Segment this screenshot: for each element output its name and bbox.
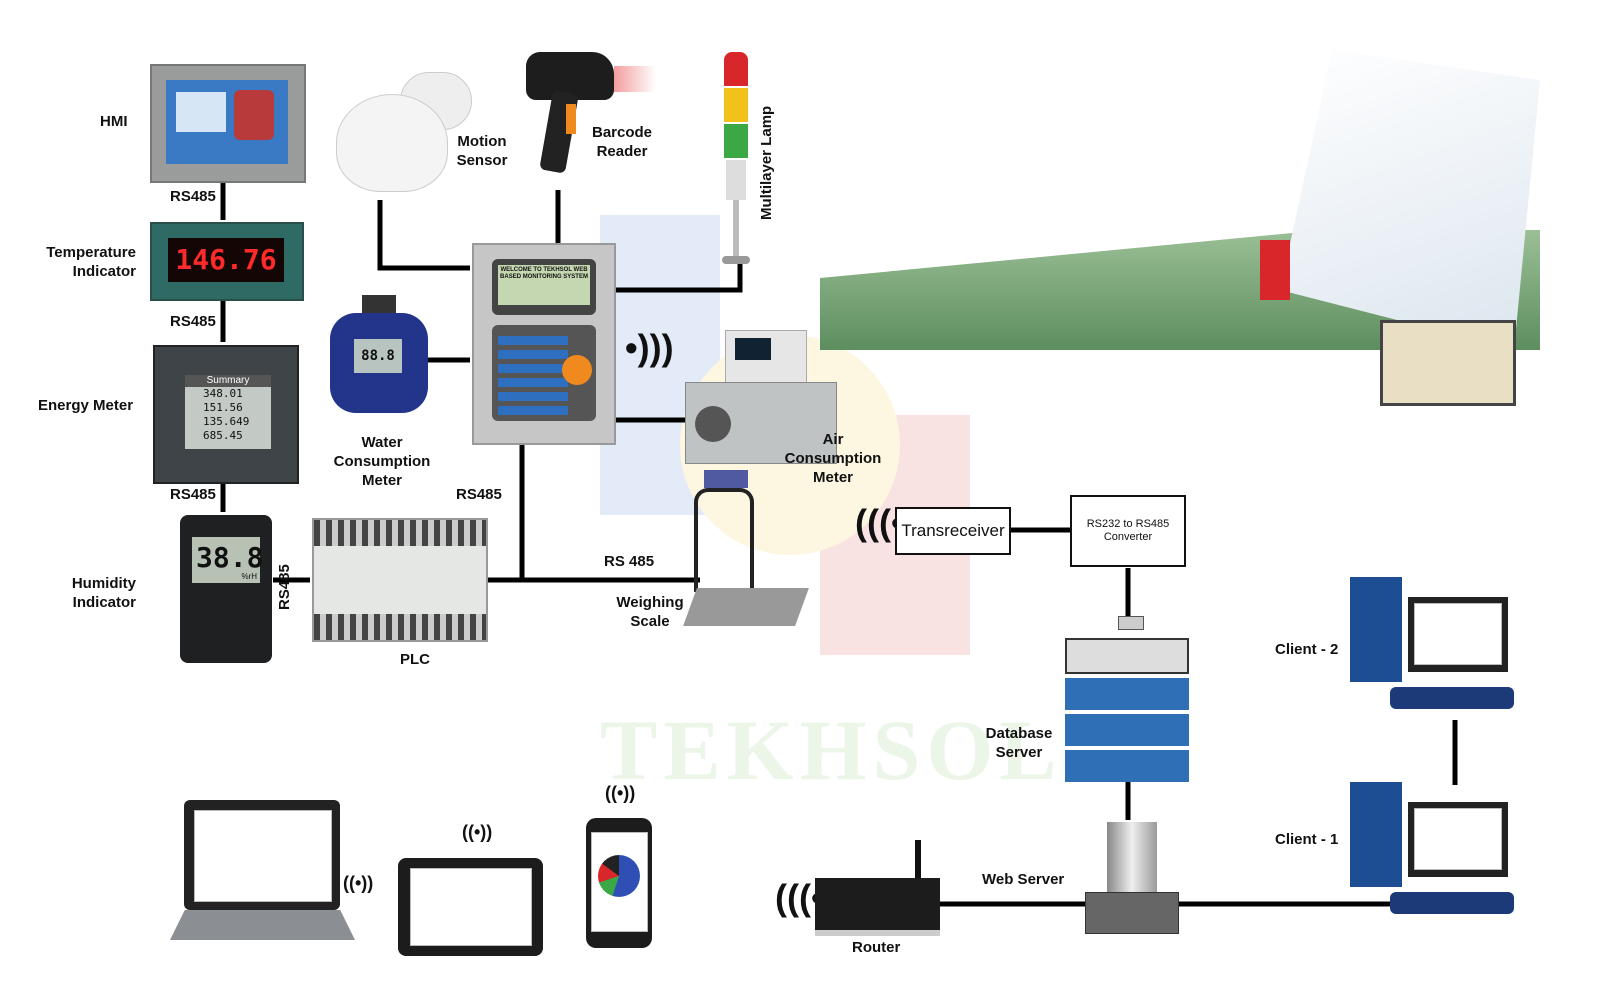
temperature-indicator-device: 146.76 [150,222,304,301]
multilayer-lamp-device [722,52,750,272]
central-controller: WELCOME TO TEKHSOL WEB BASED MONITORING … [472,243,616,445]
textile-machine-image [820,50,1540,425]
laptop-wifi-icon: ((•)) [343,873,374,893]
humidity-reading: 38.8 [196,541,264,574]
phone-device [586,818,652,948]
lamp-red-light [724,52,748,86]
wireless-signal-icon: •))) [625,327,674,368]
hmi-device [150,64,306,183]
web-server-label: Web Server [982,871,1065,888]
energy-reading-2: 151.56 [203,401,243,414]
weighing-scale-label: Weighing Scale [616,594,684,630]
lamp-green-light [724,124,748,158]
energy-meter-label: Energy Meter [38,397,134,414]
rs485-label-hmi: RS485 [170,188,216,205]
watermark-text: TEKHSOL [600,702,1063,798]
database-server-device [1065,638,1189,784]
serial-connector [1118,616,1144,630]
temperature-indicator-label: Temperature Indicator [46,244,136,280]
hmi-label: HMI [100,113,128,130]
multilayer-lamp-label: Multilayer Lamp [758,105,775,220]
phone-wifi-icon: ((•)) [605,783,636,803]
humidity-screen: 38.8 %rH [192,537,264,583]
router-label: Router [852,939,901,956]
controller-screen: WELCOME TO TEKHSOL WEB BASED MONITORING … [498,265,590,305]
rs485-label-scale: RS 485 [604,553,655,570]
client-1-label: Client - 1 [1275,831,1339,848]
energy-meter-screen: Summary 348.01 151.56 135.649 685.45 [185,375,271,449]
rs485-label-controller: RS485 [456,486,502,503]
humidity-indicator-label: Humidity Indicator [71,575,136,611]
energy-reading-1: 348.01 [203,387,243,400]
water-meter-device: 88.8 [330,295,428,423]
client-2-screen [1414,603,1502,665]
hmi-screen [166,80,288,164]
humidity-unit: %rH [241,572,257,581]
temperature-reading: 146.76 [168,238,284,282]
transreceiver-box: Transreceiver [895,507,1011,555]
barcode-reader-label: Barcode Reader [591,124,653,160]
rs485-label-temperature: RS485 [170,313,216,330]
tablet-wifi-icon: ((•)) [462,822,493,842]
rs485-label-energy: RS485 [170,486,216,503]
motion-sensor-label: Motion Sensor [456,133,508,169]
energy-meter-title: Summary [185,375,271,387]
client-2-computer [1350,577,1550,717]
router-device [815,840,940,936]
laptop-device [170,800,355,945]
plc-label: PLC [400,651,430,668]
laptop-screen [194,810,332,902]
tablet-screen [410,868,532,946]
humidity-indicator-device: 38.8 %rH [180,515,272,663]
web-server-device [1085,822,1179,934]
converter-box: RS232 to RS485 Converter [1070,495,1186,567]
air-meter-device [685,330,837,465]
weighing-scale-device [683,470,809,640]
energy-meter-device: Summary 348.01 151.56 135.649 685.45 [153,345,299,484]
lamp-yellow-light [724,88,748,122]
energy-reading-3: 135.649 [203,415,250,428]
water-meter-label: Water Consumption Meter [333,434,431,489]
client-1-screen [1414,808,1502,870]
water-reading: 88.8 [354,339,402,373]
database-server-label: Database Server [985,725,1053,761]
rs485-label-humidity: RS485 [276,564,293,610]
motion-sensor-device [336,72,476,192]
barcode-reader-device [526,52,656,182]
air-meter-label: Air Consumption Meter [784,431,882,486]
energy-reading-4: 685.45 [203,429,243,442]
client-1-computer [1350,782,1550,922]
plc-device [312,518,488,642]
phone-screen [591,832,648,932]
tablet-device [398,858,543,956]
client-2-label: Client - 2 [1275,641,1339,658]
